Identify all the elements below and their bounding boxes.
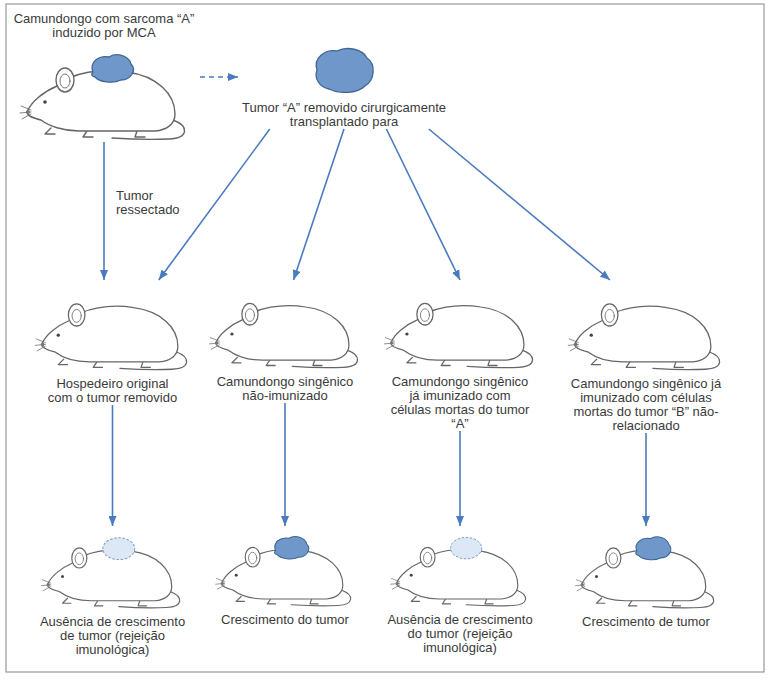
arrow [294,129,345,280]
tumor-blob [274,536,308,558]
node-caption: Camundongo singênico já imunizado com cé… [390,375,530,431]
node-caption: Camundongo singênico não-imunizado [215,375,355,403]
node-caption: Crescimento de tumor [571,615,721,629]
mouse-node: Camundongo singênico não-imunizado [200,280,370,403]
mouse-drawing [210,526,360,608]
rejected-tumor [103,538,135,560]
mouse-figure [35,304,186,370]
mouse-node: Camundongo singênico já imunizado com cé… [375,280,545,431]
mouse-node: Camundongo singênico já imunizado com cé… [556,280,736,433]
tumor-blob [635,537,670,560]
node-caption: Hospedeiro original com o tumor removido [45,377,180,405]
arrow [386,129,460,280]
mouse-drawing [385,526,535,608]
rejected-tumor [451,537,482,558]
mouse-drawing [378,280,543,370]
node-caption: Ausência de crescimento de tumor (rejeiç… [34,615,192,657]
arrow [284,403,286,526]
arrow [112,405,114,526]
arrow [645,433,647,526]
arrow [429,129,610,280]
mouse-figure [568,304,719,370]
tumor-blob [91,55,133,82]
edge-label: Tumor ressectado [114,188,194,218]
arrow [459,431,461,526]
mouse-drawing [17,42,192,142]
mouse-drawing [28,280,198,372]
frame [6,4,764,672]
arrow [103,142,105,280]
mouse-node: Ausência de crescimento de tumor (rejeiç… [20,526,205,657]
tumor-drawing [309,44,379,96]
mouse-node: Crescimento de tumor [556,526,736,629]
mouse-drawing [35,526,190,610]
mouse-drawing [561,280,731,372]
mouse-drawing [203,280,368,370]
arrow [200,76,238,78]
mouse-node: Hospedeiro original com o tumor removido [20,280,205,405]
node-caption: Crescimento do tumor [215,613,355,627]
node-caption: Camundongo com sarcoma “A” induzido por … [8,12,200,40]
mouse-node: Crescimento do tumor [200,526,370,627]
node-caption: Tumor “A” removido cirurgicamente transp… [238,101,450,129]
tumor-node: Tumor “A” removido cirurgicamente transp… [238,44,450,129]
tumor-blob [316,49,373,93]
mouse-node: Camundongo com sarcoma “A” induzido por … [8,12,200,142]
mouse-figure [209,303,357,367]
node-caption: Ausência de crescimento do tumor (rejeiç… [380,613,540,655]
mouse-drawing [569,526,724,610]
node-caption: Camundongo singênico já imunizado com cé… [566,377,726,433]
mouse-figure [384,303,532,367]
mouse-node: Ausência de crescimento do tumor (rejeiç… [375,526,545,655]
